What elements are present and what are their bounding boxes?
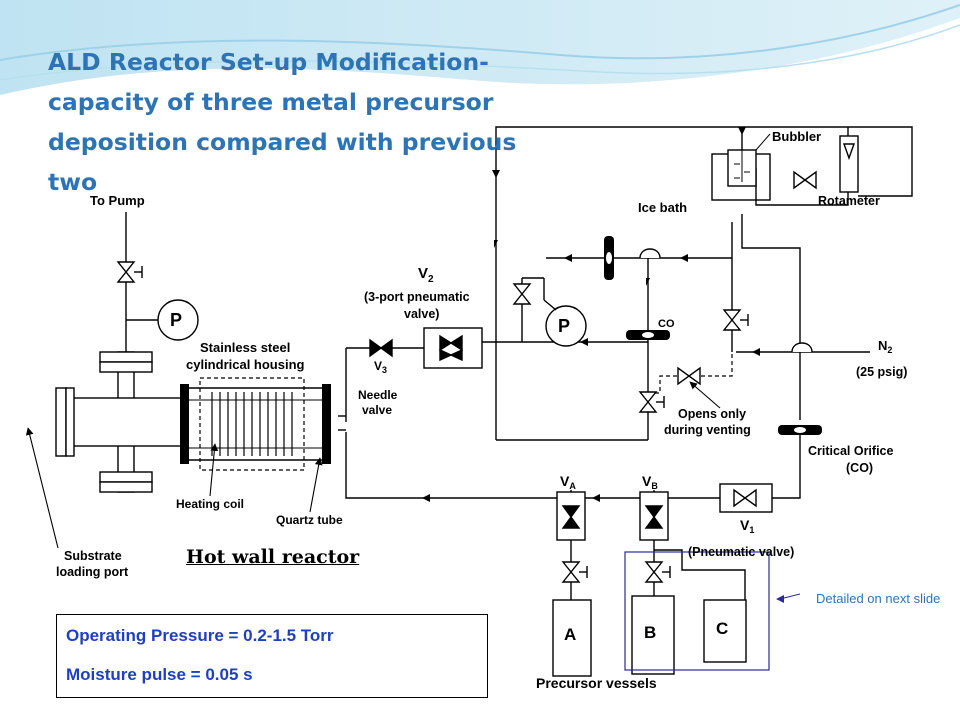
loading-port-label-line1: Substrate bbox=[64, 549, 122, 563]
venting-label-line1: Opens only bbox=[678, 407, 746, 421]
needle-valve-label-line2: valve bbox=[362, 403, 392, 417]
v2-desc-line1: (3-port pneumatic bbox=[364, 290, 470, 304]
needle-valve-label-line1: Needle bbox=[358, 388, 398, 402]
va-label: VA bbox=[560, 473, 576, 491]
rotameter bbox=[839, 135, 859, 193]
vessel-c-label: C bbox=[716, 619, 728, 638]
title-line-4: two bbox=[48, 168, 98, 196]
operating-pressure-text: Operating Pressure = 0.2-1.5 Torr bbox=[66, 626, 334, 645]
operating-parameters-box: Operating Pressure = 0.2-1.5 Torr Moistu… bbox=[56, 614, 488, 698]
heating-coil-label: Heating coil bbox=[176, 497, 244, 511]
detail-note: Detailed on next slide bbox=[816, 591, 941, 606]
rotameter-label: Rotameter bbox=[818, 194, 880, 208]
loading-port-label-line2: loading port bbox=[56, 565, 129, 579]
orifice-label-line2: (CO) bbox=[846, 461, 873, 475]
title-line-1: ALD Reactor Set-up Modification- bbox=[48, 48, 489, 76]
ice-bath-label: Ice bath bbox=[638, 200, 687, 215]
pressure-gauge-right bbox=[545, 305, 587, 347]
n2-pressure-label: (25 psig) bbox=[856, 365, 907, 379]
pressure-gauge-label-right: P bbox=[558, 316, 570, 336]
slide-title: ALD Reactor Set-up Modification- capacit… bbox=[48, 42, 538, 202]
manual-valves bbox=[116, 170, 817, 583]
v2-desc-line2: valve) bbox=[404, 307, 439, 321]
v1-desc-label: (Pneumatic valve) bbox=[688, 545, 794, 559]
title-line-2: capacity of three metal precursor bbox=[48, 88, 494, 116]
title-line-3: deposition compared with previous bbox=[48, 128, 517, 156]
quartz-tube-label: Quartz tube bbox=[276, 513, 343, 527]
v1-label: V1 bbox=[740, 517, 754, 535]
housing-label-line2: cylindrical housing bbox=[186, 357, 305, 372]
hot-wall-reactor-caption: Hot wall reactor bbox=[186, 546, 360, 568]
vessel-a-label: A bbox=[564, 625, 576, 644]
header-wave-decoration bbox=[0, 0, 960, 95]
bubbler-ice-bath bbox=[711, 133, 771, 201]
v3-label: V3 bbox=[374, 359, 387, 375]
detail-box bbox=[624, 551, 770, 671]
moisture-pulse-text: Moisture pulse = 0.05 s bbox=[66, 665, 253, 684]
n2-label: N2 bbox=[878, 338, 892, 355]
co-label: CO bbox=[658, 318, 675, 330]
venting-label-line2: during venting bbox=[664, 423, 751, 437]
flow-arrows bbox=[422, 127, 760, 502]
reactor-assembly bbox=[55, 351, 331, 493]
critical-orifices bbox=[604, 236, 822, 435]
pressure-gauge-left bbox=[157, 299, 199, 341]
vb-label: VB bbox=[642, 473, 658, 491]
orifice-label-line1: Critical Orifice bbox=[808, 444, 893, 458]
pressure-gauge-label: P bbox=[170, 310, 182, 330]
vessel-b-label: B bbox=[644, 623, 656, 642]
precursor-vessels bbox=[552, 595, 747, 677]
pneumatic-valves bbox=[423, 327, 773, 541]
bubbler-label: Bubbler bbox=[772, 129, 821, 144]
precursor-vessels-label: Precursor vessels bbox=[536, 675, 657, 691]
to-pump-label: To Pump bbox=[90, 193, 145, 208]
housing-label-line1: Stainless steel bbox=[200, 340, 290, 355]
v2-label: V2 bbox=[418, 265, 434, 285]
